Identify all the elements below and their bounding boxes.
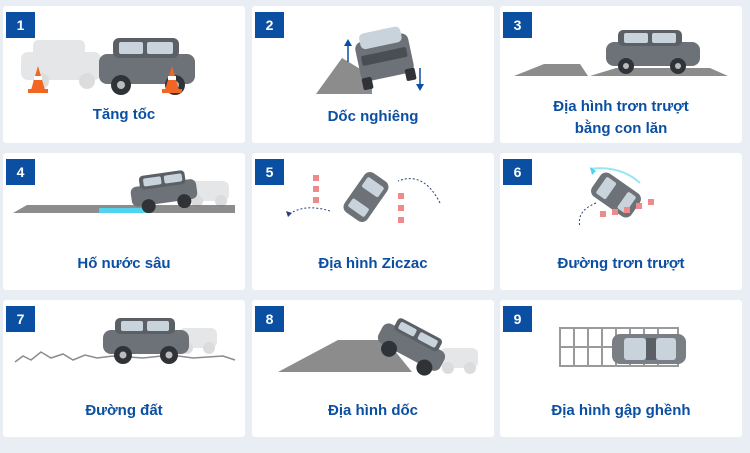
card-dirt-road[interactable]: 7 Đường đất (3, 300, 245, 437)
card-label: Tăng tốc (92, 106, 156, 123)
steep-slope-car-icon (278, 318, 478, 376)
card-label-line2: bằng con lăn (574, 120, 668, 137)
card-steep-slope[interactable]: 8 Địa hình dốc (252, 300, 494, 437)
dirt-road-car-icon (14, 318, 236, 364)
bumpy-terrain-icon (559, 327, 686, 367)
card-label: Đường trơn trượt (557, 255, 685, 272)
step-number-badge: 3 (503, 12, 532, 38)
card-label-line1: Địa hình trơn trượt (553, 98, 689, 115)
step-number-badge: 9 (503, 306, 532, 332)
card-deep-water[interactable]: 4 Hố nước sâu (3, 153, 245, 290)
tilted-slope-car-icon (316, 26, 424, 94)
card-bumpy-terrain[interactable]: 9 Địa hình gập ghềnh (500, 300, 742, 437)
step-number-badge: 1 (6, 12, 35, 38)
deep-water-car-icon (13, 170, 235, 214)
slippery-road-icon (578, 167, 654, 228)
card-label: Địa hình Ziczac (318, 255, 428, 272)
card-roller-slippery[interactable]: 3 Địa hình trơn trượt bằng con lăn (500, 6, 742, 143)
step-number-badge: 4 (6, 159, 35, 185)
card-zigzag[interactable]: 5 Địa hình Ziczac (252, 153, 494, 290)
step-number-badge: 7 (6, 306, 35, 332)
accelerating-car-icon (21, 38, 195, 95)
step-number-badge: 8 (255, 306, 284, 332)
zigzag-course-icon (286, 172, 441, 223)
card-label: Đường đất (85, 402, 163, 419)
roller-slippery-terrain-icon (514, 30, 728, 76)
step-number-badge: 2 (255, 12, 284, 38)
card-accelerating[interactable]: 1 Tăng tốc (3, 6, 245, 143)
card-label: Địa hình dốc (328, 402, 418, 419)
card-tilted-slope[interactable]: 2 Dốc nghiêng (252, 6, 494, 143)
step-number-badge: 6 (503, 159, 532, 185)
card-label: Dốc nghiêng (327, 108, 419, 125)
step-number-badge: 5 (255, 159, 284, 185)
card-label: Địa hình gập ghềnh (551, 402, 691, 419)
card-slippery-road[interactable]: 6 Đường trơn trượt (500, 153, 742, 290)
card-label: Hố nước sâu (77, 255, 171, 272)
